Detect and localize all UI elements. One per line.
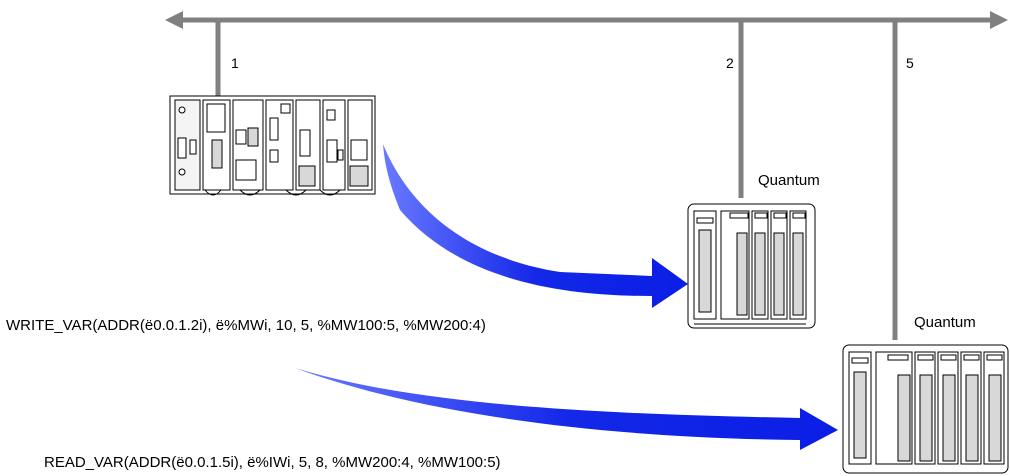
drop-label-5: 5 (906, 55, 914, 71)
network-bus (165, 11, 1008, 29)
drop-label-1: 1 (231, 55, 239, 71)
write-flow-arrow (383, 144, 688, 308)
bus-right-arrowhead (990, 11, 1008, 29)
premium-plc-rack-icon (169, 95, 376, 196)
quantum-rack-b-icon (842, 344, 1009, 474)
read-var-call: READ_VAR(ADDR(ë0.0.1.5i), ë%IWi, 5, 8, %… (44, 454, 501, 471)
bus-left-arrowhead (165, 11, 183, 29)
write-var-call: WRITE_VAR(ADDR(ë0.0.1.2i), ë%MWi, 10, 5,… (6, 317, 486, 334)
drop-label-2: 2 (726, 55, 734, 71)
read-flow-arrow (295, 368, 838, 450)
quantum-a-label: Quantum (758, 172, 820, 189)
quantum-b-label: Quantum (914, 314, 976, 331)
quantum-rack-a-icon (687, 203, 816, 329)
